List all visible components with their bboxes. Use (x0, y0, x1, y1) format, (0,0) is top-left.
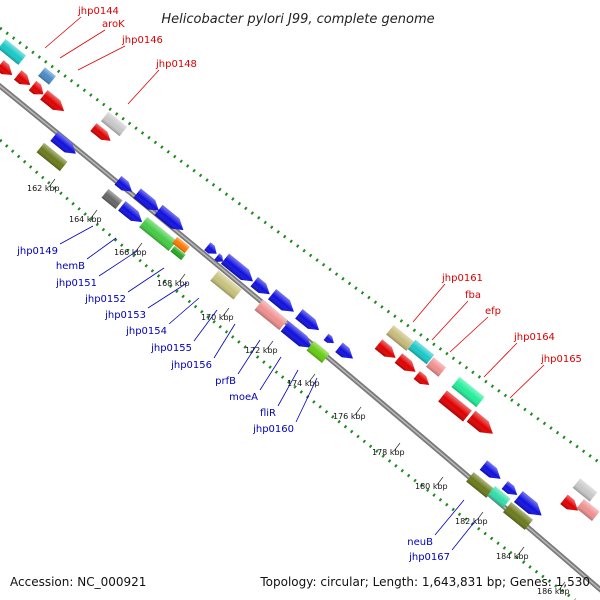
gene-feature[interactable] (438, 390, 472, 422)
gene-feature[interactable] (576, 499, 600, 521)
reverse-gene-label[interactable]: prfB (215, 376, 236, 387)
gene-feature[interactable] (214, 253, 225, 264)
reverse-gene-label[interactable]: jhp0156 (170, 360, 212, 371)
gene-feature[interactable] (323, 333, 337, 347)
scale-labels: 162 kbp 164 kbp 166 kbp 168 kbp 170 kbp 172 k… (27, 178, 570, 596)
gene-feature[interactable] (513, 491, 546, 521)
gene-feature[interactable] (407, 339, 435, 365)
gene-feature[interactable] (36, 142, 68, 172)
scale-label: 172 kbp (245, 346, 278, 355)
scale-label: 178 kbp (372, 448, 405, 457)
scale-label: 176 kbp (333, 412, 366, 421)
gene-feature[interactable] (503, 502, 533, 530)
gene-feature[interactable] (426, 357, 446, 377)
forward-gene-label[interactable]: aroK (102, 19, 125, 30)
gene-feature[interactable] (170, 245, 186, 261)
gene-feature[interactable] (50, 131, 79, 159)
reverse-gene-label[interactable]: hemB (56, 261, 85, 272)
gene-feature[interactable] (139, 216, 177, 252)
gene-feature[interactable] (374, 339, 400, 362)
gene-feature[interactable] (479, 460, 505, 483)
gene-feature[interactable] (114, 176, 136, 196)
gene-feature[interactable] (100, 111, 128, 137)
tick-track-outer (0, 26, 600, 465)
scale-label: 184 kbp (496, 552, 529, 561)
forward-gene-label[interactable]: jhp0144 (77, 6, 119, 17)
gene-feature[interactable] (335, 342, 357, 364)
scale-label: 162 kbp (27, 184, 60, 193)
gene-feature[interactable] (560, 494, 582, 516)
gene-feature[interactable] (154, 204, 187, 235)
scale-label: 164 kbp (69, 215, 102, 224)
tick-track-inner (0, 138, 576, 600)
gene-feature[interactable] (0, 39, 26, 65)
gene-feature[interactable] (210, 270, 242, 300)
gene-feature[interactable] (250, 277, 273, 299)
gene-feature[interactable] (394, 353, 420, 376)
forward-gene-label[interactable]: efp (485, 306, 501, 317)
forward-gene-label[interactable]: fba (465, 290, 481, 301)
accession-text: Accession: NC_000921 (10, 575, 146, 589)
gene-feature[interactable] (487, 486, 511, 508)
gene-feature[interactable] (133, 188, 162, 216)
reverse-gene-label[interactable]: jhp0153 (104, 310, 146, 321)
gene-feature[interactable] (204, 242, 220, 257)
reverse-gene-label[interactable]: jhp0160 (252, 424, 294, 435)
gene-feature[interactable] (268, 289, 298, 317)
reverse-gene-label[interactable]: jhp0152 (84, 294, 126, 305)
gene-feature[interactable] (413, 371, 433, 389)
reverse-gene-label[interactable]: jhp0155 (150, 343, 192, 354)
gene-feature[interactable] (90, 123, 113, 145)
gene-feature[interactable] (0, 60, 16, 79)
gene-feature[interactable] (466, 410, 498, 440)
gene-feature[interactable] (280, 321, 316, 352)
gene-feature[interactable] (118, 201, 146, 227)
gene-feature[interactable] (28, 80, 47, 99)
gene-features (0, 39, 600, 530)
scale-label: 174 kbp (287, 379, 320, 388)
reverse-gene-label[interactable]: jhp0167 (408, 552, 450, 563)
forward-gene-label[interactable]: jhp0165 (540, 354, 582, 365)
gene-feature[interactable] (38, 67, 56, 85)
gene-feature[interactable] (254, 299, 288, 331)
reverse-gene-label[interactable]: jhp0151 (55, 278, 97, 289)
scale-label: 186 kbp (537, 587, 570, 596)
map-title: Helicobacter pylori J99, complete genome (161, 12, 434, 27)
reverse-gene-label[interactable]: jhp0154 (125, 326, 167, 337)
gene-feature[interactable] (172, 236, 190, 254)
gene-feature[interactable] (295, 309, 323, 335)
scale-label: 182 kbp (455, 517, 488, 526)
gene-feature[interactable] (451, 376, 485, 408)
gene-feature[interactable] (40, 90, 68, 116)
forward-gene-label[interactable]: jhp0164 (513, 332, 555, 343)
gene-feature[interactable] (466, 472, 494, 498)
forward-gene-label[interactable]: jhp0146 (121, 35, 163, 46)
genome-summary-text: Topology: circular; Length: 1,643,831 bp… (259, 575, 590, 589)
reverse-gene-label[interactable]: neuB (407, 537, 433, 548)
scale-label: 166 kbp (114, 248, 147, 257)
scale-label: 170 kbp (201, 313, 234, 322)
forward-gene-label[interactable]: jhp0148 (155, 59, 197, 70)
reverse-gene-label[interactable]: fliR (260, 408, 276, 419)
gene-feature[interactable] (572, 478, 598, 502)
gene-feature[interactable] (14, 70, 34, 89)
gene-feature[interactable] (101, 189, 123, 209)
gene-feature[interactable] (386, 325, 414, 351)
gene-feature[interactable] (220, 253, 257, 287)
gene-feature[interactable] (501, 481, 521, 499)
forward-gene-label[interactable]: jhp0161 (441, 273, 483, 284)
gene-feature[interactable] (306, 341, 330, 363)
reverse-gene-labels: jhp0149 hemB jhp0151 jhp0152 jhp0153 jhp0154 j… (16, 225, 477, 563)
scale-label: 180 kbp (415, 482, 448, 491)
reverse-gene-label[interactable]: jhp0149 (16, 246, 58, 257)
reverse-gene-label[interactable]: moeA (229, 392, 258, 403)
scale-label: 168 kbp (157, 279, 190, 288)
